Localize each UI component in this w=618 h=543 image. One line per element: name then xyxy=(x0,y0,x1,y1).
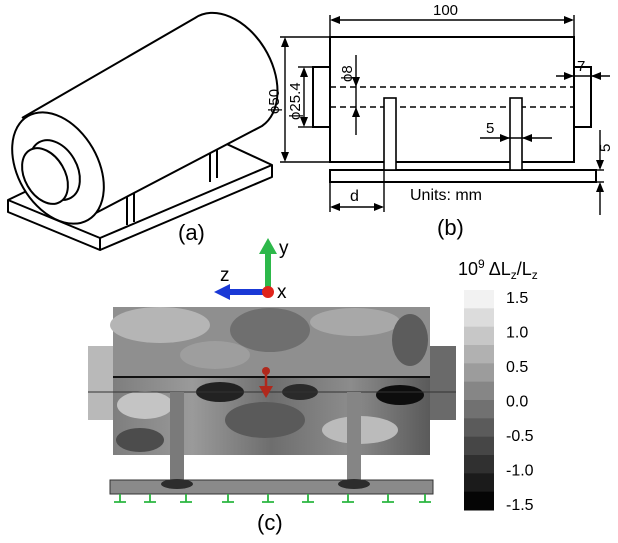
left-hub-c xyxy=(88,346,113,420)
colorbar-tick-label: 1.0 xyxy=(506,325,528,342)
panel-a-sketch xyxy=(7,11,279,251)
colorbar-bands xyxy=(464,290,494,511)
colorbar-band xyxy=(464,418,494,438)
support-left-c xyxy=(170,392,184,480)
contour-blob xyxy=(180,341,250,369)
contour-model xyxy=(88,307,456,495)
y-axis-head xyxy=(259,238,277,254)
colorbar-band xyxy=(464,455,494,474)
colorbar-band xyxy=(464,345,494,364)
base-plate-c xyxy=(109,479,434,495)
colorbar-band xyxy=(464,363,494,383)
base-plate-front xyxy=(7,200,101,251)
panel-b-drawing xyxy=(280,15,610,215)
panel-a-label: (a) xyxy=(178,220,205,245)
units-label: Units: mm xyxy=(410,187,482,204)
base-plate-outline xyxy=(329,169,597,183)
x-axis-label: x xyxy=(277,282,287,303)
colorbar-band xyxy=(464,290,494,309)
load-arrow-head xyxy=(259,386,273,398)
left-hub xyxy=(312,66,331,128)
colorbar-band xyxy=(464,326,494,346)
contour-blob xyxy=(110,307,210,343)
colorbar-band xyxy=(464,473,494,493)
colorbar-tick-label: 0.0 xyxy=(506,394,528,411)
dim-d-label: d xyxy=(350,188,359,205)
contour-blob xyxy=(376,385,424,405)
z-axis-head xyxy=(214,284,230,300)
colorbar-ticks: 1.5 1.0 0.5 0.0 -0.5 -1.0 -1.5 xyxy=(506,290,534,514)
panel-b-arrowheads xyxy=(281,16,604,211)
colorbar-tick-label: 0.5 xyxy=(506,359,528,376)
panel-b-label: (b) xyxy=(437,215,464,240)
cylinder-outline xyxy=(329,36,575,163)
colorbar-tick-label: -0.5 xyxy=(506,428,534,445)
contour-blob xyxy=(116,428,164,452)
colorbar-tick-label: -1.0 xyxy=(506,463,534,480)
right-hub xyxy=(573,66,592,128)
dim-7-label: 7 xyxy=(577,58,585,75)
y-axis-label: y xyxy=(279,238,289,259)
colorbar-band xyxy=(464,308,494,328)
flange-inner xyxy=(21,147,69,205)
colorbar-tick-label: -1.5 xyxy=(506,497,534,514)
colorbar-band xyxy=(464,381,494,401)
support-right-c xyxy=(347,392,361,480)
support-left-b xyxy=(383,97,397,171)
colorbar-tick-label: 1.5 xyxy=(506,290,528,307)
colorbar: 109 ΔLz/Lz 1.5 1.0 0.5 0.0 -0.5 -1.0 -1.5 xyxy=(458,257,538,514)
dim-5-base-label: 5 xyxy=(597,144,614,152)
contour-blob xyxy=(338,479,370,489)
dim-phi25-label: ϕ25.4 xyxy=(287,82,304,120)
colorbar-band xyxy=(464,436,494,456)
contour-blob xyxy=(310,308,400,336)
right-hub-c xyxy=(430,346,456,420)
contour-blob xyxy=(161,479,193,489)
contour-blob xyxy=(225,402,305,438)
contour-blob xyxy=(117,391,173,419)
axis-triad: y z x xyxy=(214,238,289,303)
load-arrow-origin xyxy=(262,367,270,375)
contour-blob xyxy=(230,308,310,352)
colorbar-title: 109 ΔLz/Lz xyxy=(458,257,538,282)
colorbar-band xyxy=(464,400,494,419)
contour-blob xyxy=(392,314,428,366)
dim-5-support-label: 5 xyxy=(486,120,494,137)
dim-length-label: 100 xyxy=(433,2,458,19)
x-axis-dot xyxy=(262,286,274,298)
fixed-supports xyxy=(114,494,431,503)
colorbar-band xyxy=(464,491,494,511)
dim-phi50-label: ϕ50 xyxy=(266,89,283,114)
panel-c-label: (c) xyxy=(257,510,283,535)
z-axis-label: z xyxy=(220,265,230,286)
support-right-b xyxy=(509,97,523,171)
base-plate-side xyxy=(99,165,273,251)
panel-b-dimension-labels: 100 ϕ50 ϕ25.4 ϕ8 7 5 5 d Units: mm xyxy=(266,2,614,205)
dim-phi8-label: ϕ8 xyxy=(339,65,356,82)
